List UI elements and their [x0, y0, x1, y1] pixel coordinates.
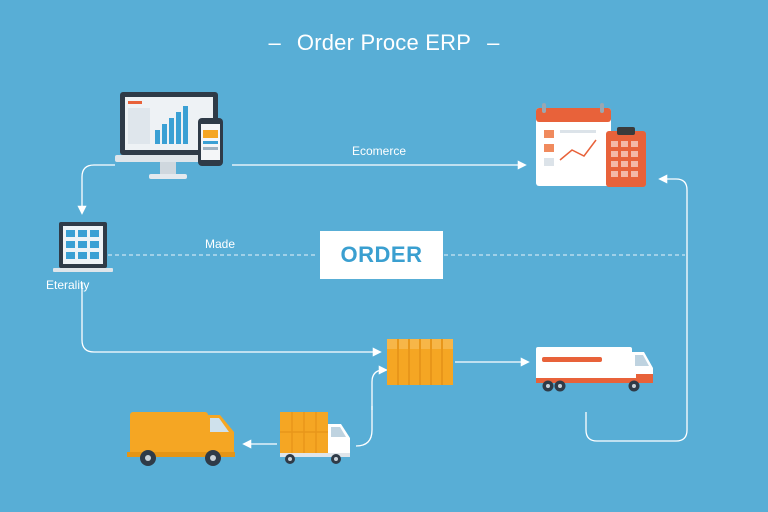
- label-made: Made: [205, 237, 236, 251]
- page-title: –Order Proce ERP–: [0, 30, 768, 56]
- package-box-icon: [387, 339, 453, 385]
- cargo-van-icon: [127, 412, 235, 466]
- title-text: Order Proce ERP: [296, 30, 472, 55]
- laptop-icon: [53, 222, 113, 272]
- connector-laptop-to-box: [81, 283, 382, 357]
- connector-smalltruck-to-box: [355, 365, 388, 447]
- connector-truck-to-calendar: [585, 174, 688, 442]
- label-ecommerce: Ecomerce: [352, 144, 407, 158]
- calendar-clipboard-icon: [536, 103, 646, 187]
- label-eterality: Eterality: [46, 278, 90, 292]
- desktop-phone-icon: [115, 92, 223, 179]
- title-dash-left: –: [268, 30, 281, 55]
- delivery-truck-icon: [536, 347, 653, 392]
- title-dash-right: –: [487, 30, 500, 55]
- order-box-label: ORDER: [340, 242, 423, 267]
- connector-desktop-to-laptop: [77, 164, 115, 215]
- small-truck-icon: [280, 412, 350, 464]
- order-box: ORDER: [320, 231, 443, 279]
